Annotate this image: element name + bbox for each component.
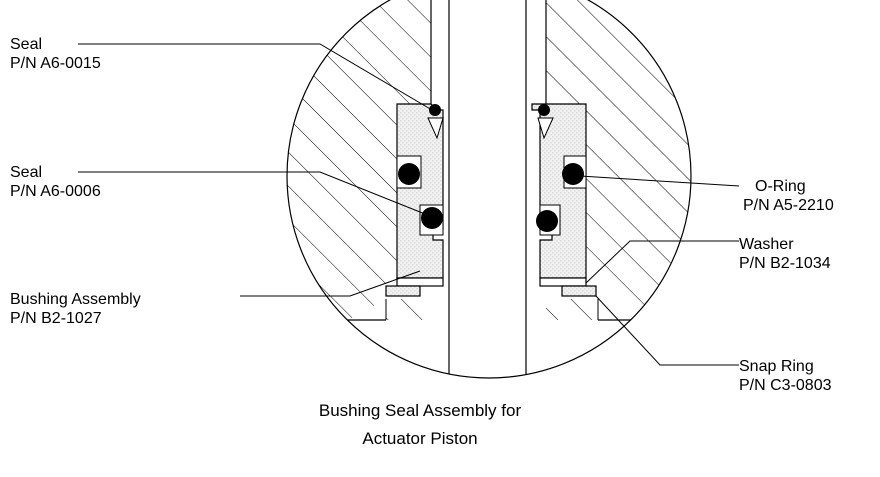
callout-name: Snap Ring (739, 358, 814, 375)
left-v-seal (427, 117, 444, 140)
detail-circle (286, 0, 692, 379)
lower-region (287, 320, 691, 378)
leader-seal-top (78, 43, 433, 111)
callout-name: Washer (739, 236, 794, 253)
callout-part-number: P/N A6-0015 (10, 55, 101, 72)
left-washer (396, 277, 444, 287)
left-snap-ring (385, 285, 421, 297)
right-bushing (531, 103, 587, 279)
callout-part-number: P/N A5-2210 (743, 197, 834, 214)
leader-seal-mid (78, 171, 431, 217)
callout-oring: O-Ring P/N A5-2210 (743, 177, 834, 215)
figure-caption: Bushing Seal Assembly for Actuator Pisto… (240, 401, 600, 449)
leader-oring (579, 175, 740, 187)
callout-name: Seal (10, 164, 43, 181)
leader-snap-ring (595, 295, 739, 366)
right-snap-ring (561, 285, 597, 297)
right-seal-ring (538, 104, 550, 116)
callout-name: Bushing Assembly (10, 291, 141, 308)
caption-line-2: Actuator Piston (362, 429, 478, 448)
callout-name: Seal (10, 36, 43, 53)
callout-part-number: P/N A6-0006 (10, 183, 101, 200)
right-v-seal (537, 117, 554, 140)
callout-name: O-Ring (755, 178, 806, 195)
left-o-ring-upper (398, 163, 420, 185)
callout-seal-top: Seal P/N A6-0015 (10, 35, 101, 73)
callout-seal-mid: Seal P/N A6-0006 (10, 163, 101, 201)
callout-part-number: P/N C3-0803 (739, 377, 832, 394)
callout-part-number: P/N B2-1034 (739, 255, 831, 272)
callout-snap-ring: Snap Ring P/N C3-0803 (739, 357, 832, 395)
callout-bushing: Bushing Assembly P/N B2-1027 (10, 290, 141, 328)
right-o-ring-lower (536, 210, 558, 232)
left-o-ring-lower (421, 207, 443, 229)
callout-part-number: P/N B2-1027 (10, 310, 102, 327)
leader-bushing (240, 270, 421, 297)
piston-rod (449, 0, 526, 378)
caption-line-1: Bushing Seal Assembly for (318, 401, 522, 420)
left-seal-ring (429, 104, 441, 116)
right-washer (539, 277, 587, 287)
callout-washer: Washer P/N B2-1034 (739, 235, 831, 273)
leader-washer (585, 240, 739, 284)
right-o-ring-upper (562, 163, 584, 185)
